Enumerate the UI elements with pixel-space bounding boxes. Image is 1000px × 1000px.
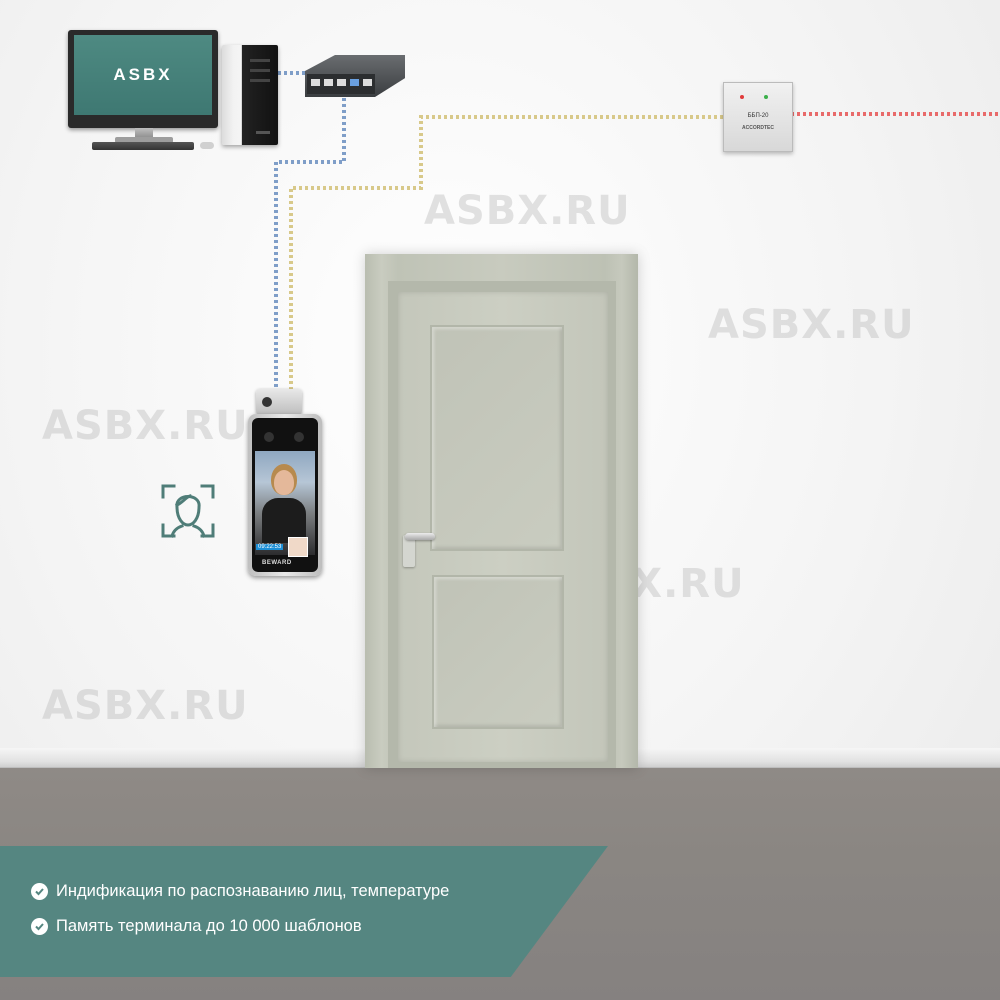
power-wire-supply-terminal <box>289 115 723 390</box>
power-supply-label: ББП-20 <box>747 113 769 119</box>
switch-ports <box>307 74 375 94</box>
watermark: ASBX.RU <box>708 302 915 348</box>
pc-tower <box>222 45 278 145</box>
monitor-neck <box>135 128 153 138</box>
watermark: ASBX.RU <box>42 403 249 449</box>
face-recognition-icon <box>161 484 215 538</box>
keyboard <box>92 142 194 150</box>
mouse <box>200 142 214 149</box>
power-supply: ББП-20 ACCORDTEC <box>723 82 793 152</box>
check-circle-icon <box>31 883 48 900</box>
terminal-brand: BEWARD <box>262 560 292 566</box>
feature-item: Память терминала до 10 000 шаблонов <box>31 917 362 936</box>
terminal-person-face <box>274 470 294 495</box>
network-wire-switch-terminal <box>274 92 346 390</box>
terminal-face-thumbnail <box>288 537 308 557</box>
terminal-time: 09:22:53 <box>256 544 284 550</box>
door-handle-plate <box>403 535 415 567</box>
monitor-screen-label: ASBX <box>74 35 212 115</box>
check-circle-icon <box>31 918 48 935</box>
feature-item: Индификация по распознаванию лиц, темпер… <box>31 882 449 901</box>
monitor-base <box>115 137 173 143</box>
door-panel-bottom <box>432 575 564 729</box>
door-panel-top <box>430 325 564 551</box>
power-supply-brand: ACCORDTEC <box>742 125 774 131</box>
door-handle <box>405 533 435 540</box>
watermark: ASBX.RU <box>424 188 631 234</box>
watermark: ASBX.RU <box>42 683 249 729</box>
terminal-person-image <box>262 498 306 543</box>
feature-text: Память терминала до 10 000 шаблонов <box>56 917 362 935</box>
camera-lens-icon <box>262 397 272 407</box>
feature-banner <box>0 846 608 977</box>
feature-text: Индификация по распознаванию лиц, темпер… <box>56 882 450 900</box>
